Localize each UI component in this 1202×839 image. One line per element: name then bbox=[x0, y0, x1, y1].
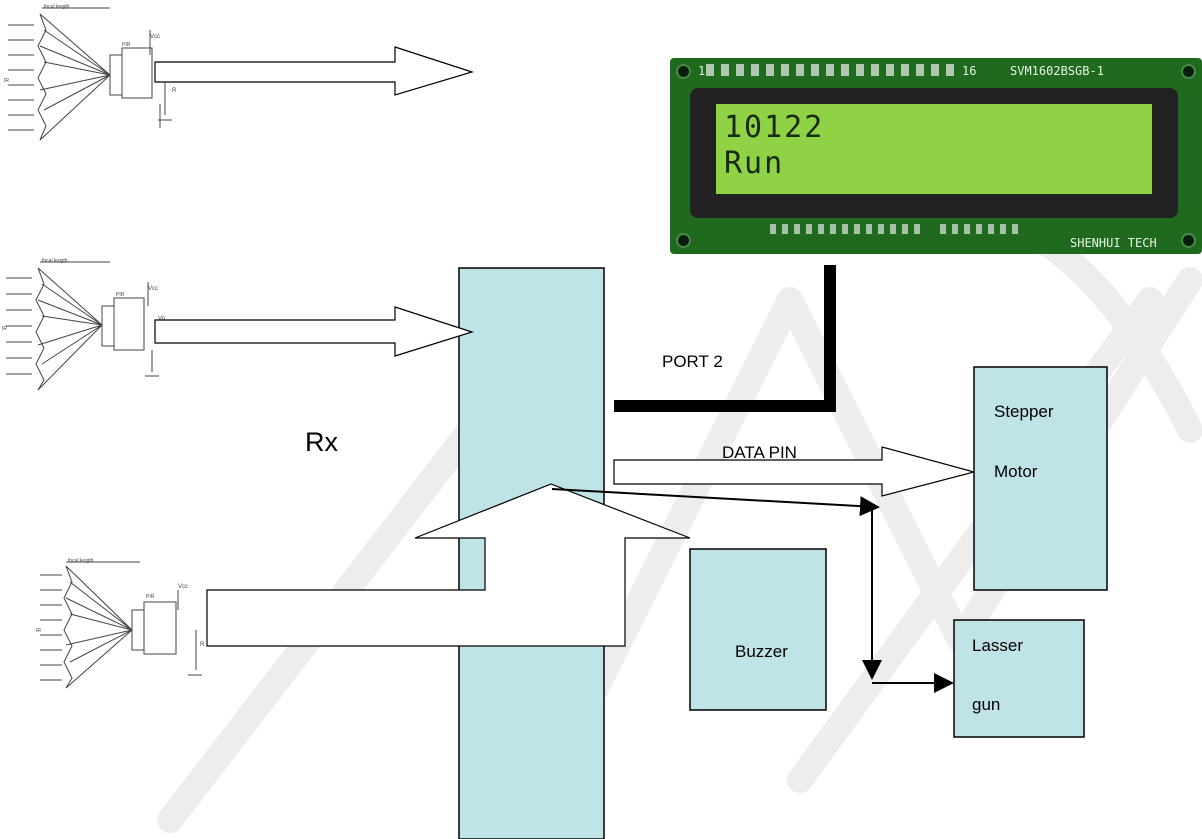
sensor-3-ir-label: IR bbox=[36, 628, 41, 634]
rx-label: Rx bbox=[305, 427, 338, 458]
mount-hole bbox=[1181, 64, 1196, 79]
sensor-2-focal-label: focal length bbox=[42, 258, 68, 264]
lcd-pads bbox=[770, 224, 920, 234]
sensor-2-vcc-label: Vcc bbox=[148, 286, 158, 292]
data-pin-label: DATA PIN bbox=[722, 443, 797, 463]
lcd-module: 1 16 SVM1602BSGB-1 10122 Run SHENHUI TEC… bbox=[670, 58, 1202, 254]
lcd-screen: 10122 Run bbox=[716, 104, 1152, 194]
lcd-line-2: Run bbox=[724, 146, 784, 181]
pir-sensor-1 bbox=[8, 8, 172, 140]
port2-label: PORT 2 bbox=[662, 352, 723, 372]
mount-hole bbox=[676, 233, 691, 248]
laser-label-line2: gun bbox=[972, 695, 1000, 715]
sensor-1-out-label: R bbox=[172, 88, 177, 94]
sensor-2-pir-label: PIR bbox=[116, 292, 125, 298]
sensor-3-pir-label: PIR bbox=[146, 594, 155, 600]
sensor-1-ir-label: IR bbox=[4, 78, 9, 84]
pir-sensor-3 bbox=[40, 562, 202, 688]
pir-sensor-2 bbox=[6, 262, 159, 390]
sensor-3-vcc-label: Vcc bbox=[178, 584, 188, 590]
buzzer-block bbox=[690, 549, 826, 710]
sensor-2-output-arrow bbox=[155, 307, 472, 356]
sensor-3-focal-label: focal length bbox=[68, 558, 94, 564]
lcd-bezel: 10122 Run bbox=[690, 88, 1178, 218]
laser-label-line1: Lasser bbox=[972, 636, 1023, 656]
sensor-1-pir-label: PIR bbox=[122, 42, 131, 48]
sensor-3-out-label: R bbox=[200, 642, 205, 648]
lcd-pads bbox=[940, 224, 1020, 234]
lcd-pin-start: 1 bbox=[698, 64, 705, 78]
lcd-maker: SHENHUI TECH bbox=[1070, 236, 1157, 250]
stepper-label-line2: Motor bbox=[994, 462, 1037, 482]
sensor-3-output-arrow bbox=[207, 484, 690, 646]
lcd-model: SVM1602BSGB-1 bbox=[1010, 64, 1104, 78]
stepper-label-line1: Stepper bbox=[994, 402, 1054, 422]
sensor-1-output-arrow bbox=[155, 47, 472, 95]
buzzer-label: Buzzer bbox=[735, 642, 788, 662]
sensor-2-ir-label: IR bbox=[2, 326, 7, 332]
lcd-line-1: 10122 bbox=[724, 110, 824, 145]
mount-hole bbox=[1181, 233, 1196, 248]
sensor-1-vcc-label: Vcc bbox=[150, 34, 160, 40]
lcd-pin-end: 16 bbox=[962, 64, 976, 78]
lcd-pin-header bbox=[706, 64, 956, 76]
sensor-1-focal-label: focal length bbox=[44, 4, 70, 10]
mount-hole bbox=[676, 64, 691, 79]
